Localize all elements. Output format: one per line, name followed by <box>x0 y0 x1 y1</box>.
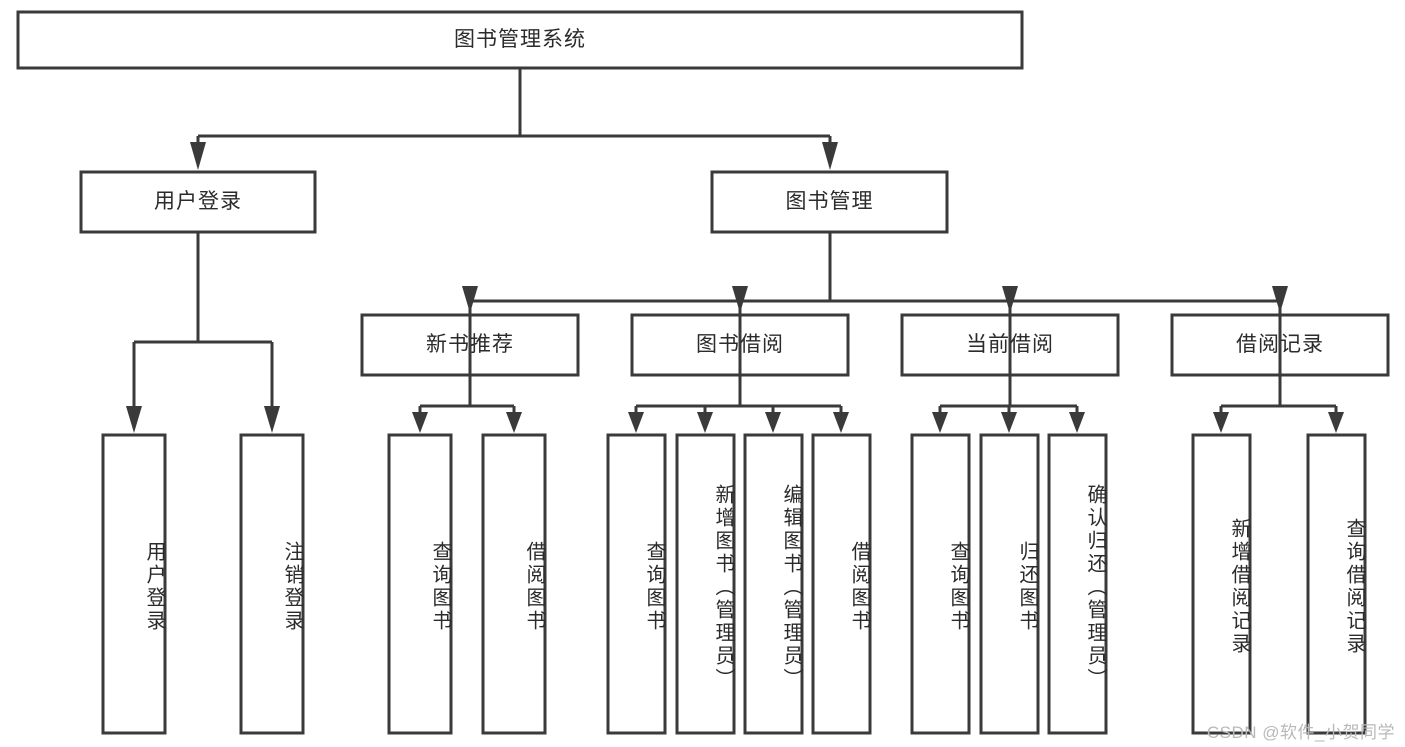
leaf-add-book-rect[interactable] <box>675 433 736 735</box>
node-root-rect[interactable] <box>16 10 1024 70</box>
leaf-logout-rect[interactable] <box>239 433 305 735</box>
leaf-return-book-rect[interactable] <box>979 433 1040 735</box>
leaf-confirm-return-rect[interactable] <box>1047 433 1108 735</box>
connector-root-to-level2 <box>190 68 838 170</box>
leaf-edit-book-rect[interactable] <box>743 433 804 735</box>
node-book-manage-rect[interactable] <box>710 170 949 234</box>
leaf-query-book-2-rect[interactable] <box>606 433 667 735</box>
connector-borrow-record-to-leaves <box>1213 375 1344 433</box>
node-user-login-rect[interactable] <box>79 170 317 234</box>
leaf-borrow-book-2-rect[interactable] <box>811 433 872 735</box>
connector-book-borrow-to-leaves <box>628 375 849 433</box>
leaf-query-book-1-rect[interactable] <box>387 433 453 735</box>
leaf-add-record-rect[interactable] <box>1191 433 1252 735</box>
leaf-borrow-book-1-rect[interactable] <box>481 433 547 735</box>
leaf-user-login-rect[interactable] <box>101 433 167 735</box>
connector-book-manage-to-level3 <box>462 232 1288 313</box>
connector-level3-drop-fix <box>468 301 1282 406</box>
connector-user-login-to-leaves <box>126 232 280 433</box>
connector-new-book-recommend-to-leaves <box>412 375 522 433</box>
leaf-query-record-rect[interactable] <box>1306 433 1367 735</box>
connector-current-borrow-to-leaves <box>932 375 1085 433</box>
csdn-watermark: CSDN @软件_小贺同学 <box>1206 723 1395 742</box>
leaf-query-book-3-rect[interactable] <box>910 433 971 735</box>
